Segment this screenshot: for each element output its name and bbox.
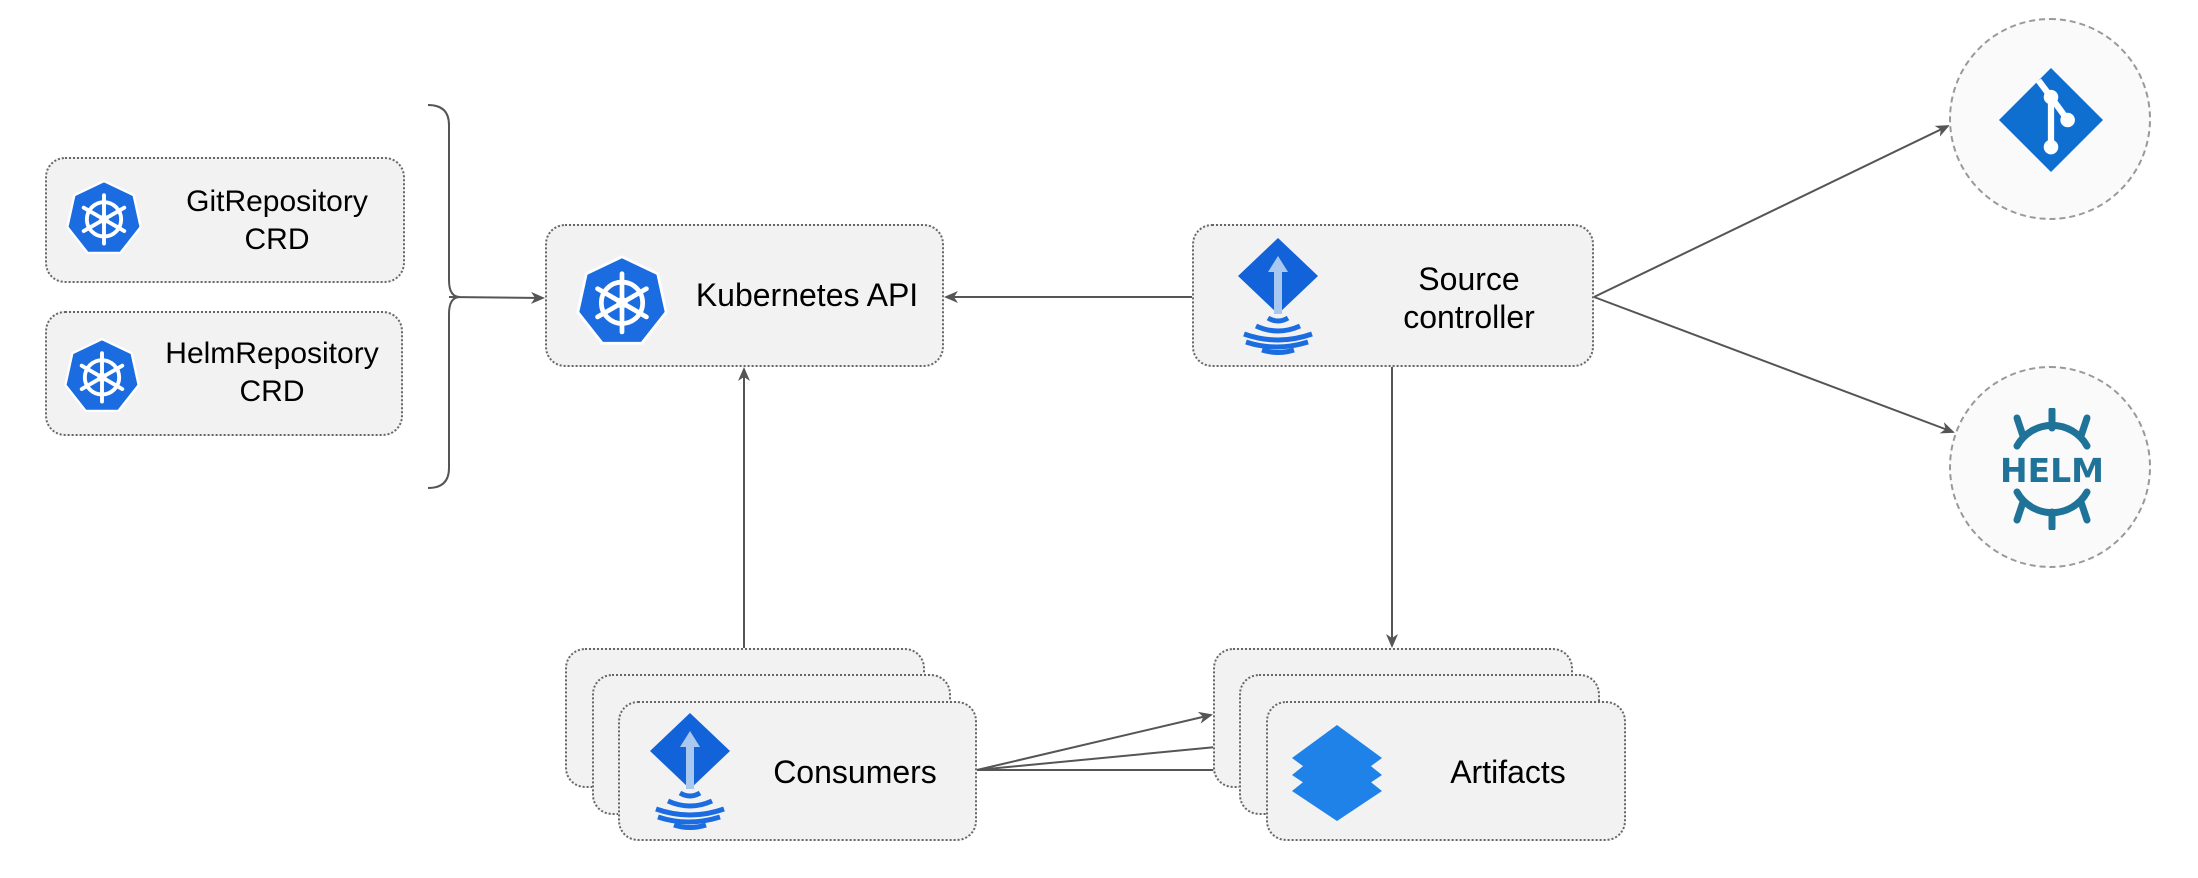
edge-crds-to-api	[448, 291, 545, 304]
git-icon	[1999, 68, 2103, 172]
source-controller-node[interactable]: Source controller	[1192, 224, 1594, 367]
git-repository-crd-node[interactable]: GitRepository CRD	[45, 157, 405, 283]
git-node[interactable]	[1949, 18, 2151, 220]
edge-source-to-helm	[1593, 296, 1955, 434]
flux-icon	[1238, 238, 1318, 355]
kubernetes-api-label: Kubernetes API	[695, 277, 919, 313]
kubernetes-icon	[576, 255, 668, 345]
layers-icon	[1292, 725, 1382, 821]
helm-repository-crd-node[interactable]: HelmRepository CRD	[45, 311, 403, 436]
source-controller-label-line2: controller	[1403, 299, 1535, 335]
consumers-node[interactable]: Consumers	[618, 701, 977, 841]
helm-node[interactable]: HELM	[1949, 366, 2151, 568]
kubernetes-icon	[66, 179, 142, 255]
edge-source-to-git	[1593, 125, 1950, 298]
consumers-label: Consumers	[773, 754, 937, 790]
git-repository-label-line1: GitRepository	[186, 185, 368, 218]
edge-consumers-to-artifact-1	[976, 711, 1213, 771]
flux-icon	[650, 713, 730, 830]
git-repository-label-line2: CRD	[244, 223, 310, 256]
helm-repository-label-line1: HelmRepository	[165, 337, 379, 370]
helm-logo-text: HELM	[2000, 451, 2104, 490]
helm-icon: HELM	[2000, 408, 2104, 530]
edge-consumers-to-artifact-2	[976, 740, 1239, 771]
kubernetes-icon	[64, 337, 140, 413]
source-controller-label-line1: Source	[1418, 261, 1520, 297]
artifacts-label: Artifacts	[1450, 754, 1566, 790]
artifacts-node[interactable]: Artifacts	[1266, 701, 1626, 841]
helm-repository-label-line2: CRD	[239, 375, 305, 408]
kubernetes-api-node[interactable]: Kubernetes API	[545, 224, 944, 367]
